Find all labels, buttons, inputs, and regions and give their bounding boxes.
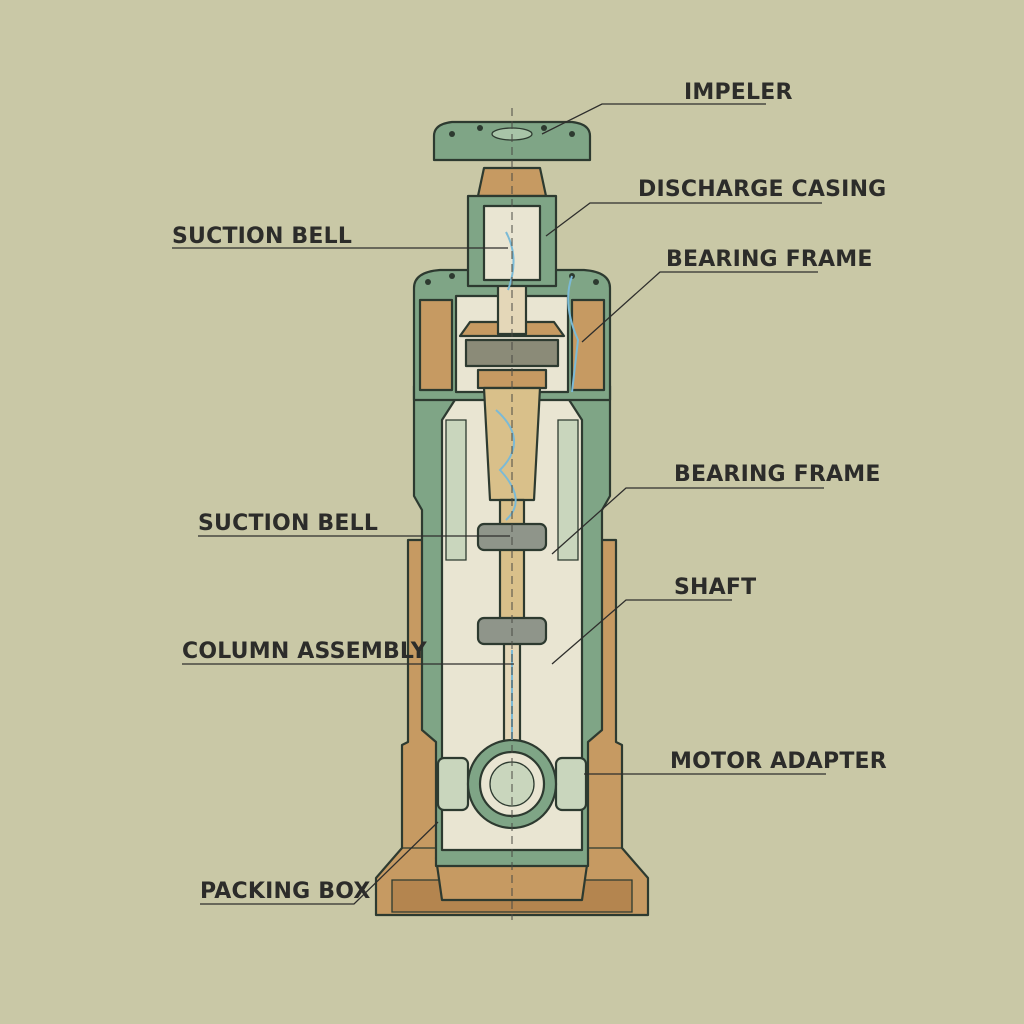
- label-packing-box: PACKING BOX: [200, 879, 371, 904]
- discharge-casing: [466, 166, 558, 288]
- label-impeler: IMPELER: [684, 80, 793, 105]
- label-column-assembly: COLUMN ASSEMBLY: [182, 639, 428, 664]
- callout-discharge-casing: DISCHARGE CASING: [545, 177, 886, 237]
- callout-packing-box: PACKING BOX: [200, 821, 439, 905]
- label-suction-bell-top: SUCTION BELL: [172, 224, 352, 249]
- lower-bearing-housing: [436, 738, 588, 830]
- callout-impeler: IMPELER: [541, 80, 793, 135]
- label-suction-bell-mid: SUCTION BELL: [198, 511, 378, 536]
- label-shaft: SHAFT: [674, 575, 756, 600]
- bearing-frame-head: [412, 268, 612, 402]
- callout-suction-bell-top: SUCTION BELL: [172, 224, 508, 249]
- callout-motor-adapter: MOTOR ADAPTER: [584, 749, 887, 775]
- callout-suction-bell-mid: SUCTION BELL: [198, 511, 510, 537]
- label-discharge-casing: DISCHARGE CASING: [638, 177, 886, 202]
- callout-column-assembly: COLUMN ASSEMBLY: [182, 639, 514, 665]
- label-bearing-frame-mid: BEARING FRAME: [674, 462, 881, 487]
- callout-bearing-frame-mid: BEARING FRAME: [551, 462, 881, 555]
- callout-bearing-frame-top: BEARING FRAME: [581, 247, 873, 343]
- callout-shaft: SHAFT: [551, 575, 756, 665]
- label-bearing-frame-top: BEARING FRAME: [666, 247, 873, 272]
- label-motor-adapter: MOTOR ADAPTER: [670, 749, 887, 774]
